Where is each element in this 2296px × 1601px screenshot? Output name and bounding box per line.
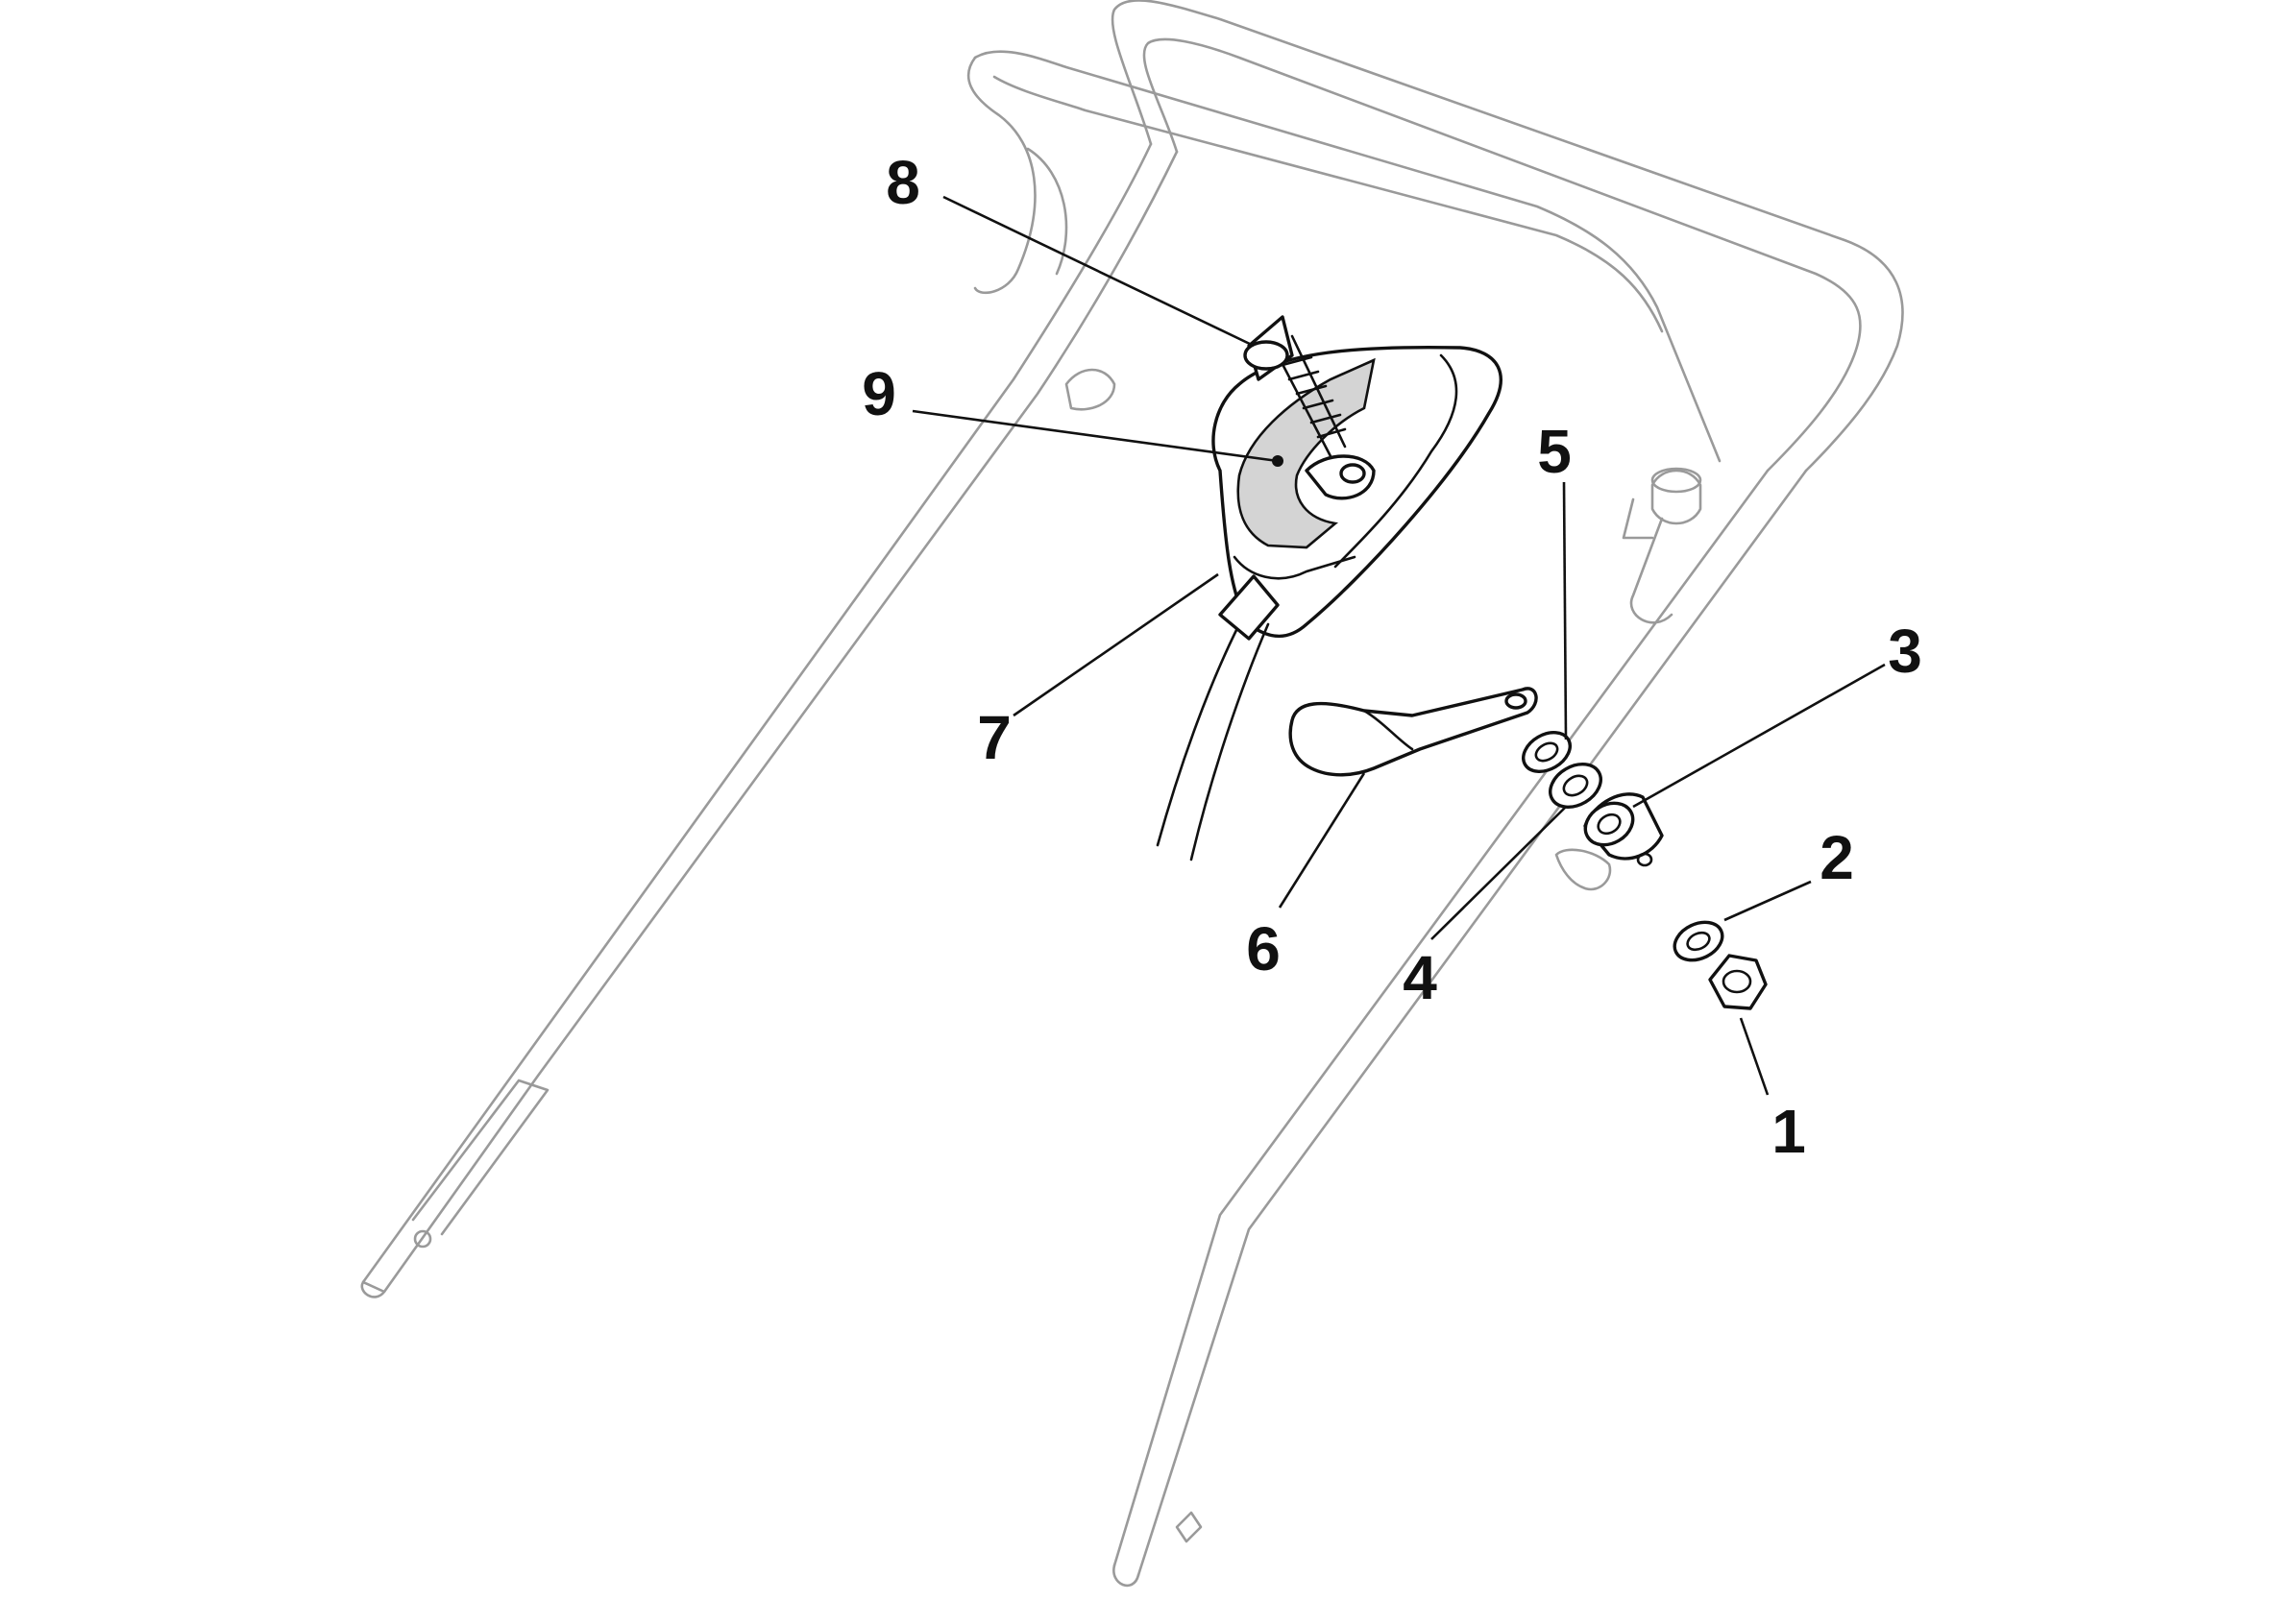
callout-1: 1 [1771, 1097, 1806, 1166]
callout-4: 4 [1403, 943, 1437, 1012]
lever-housing [1156, 315, 1502, 861]
callout-labels: 8 9 7 6 4 5 3 2 1 [862, 148, 1922, 1166]
nut-and-washer [1673, 920, 1768, 1010]
callout-7: 7 [977, 703, 1012, 772]
handle-frame [360, 0, 1904, 1588]
lever-arm [1288, 687, 1538, 777]
label-decal [1236, 357, 1376, 549]
callout-6: 6 [1246, 914, 1281, 983]
callout-9: 9 [862, 359, 896, 428]
callout-5: 5 [1537, 417, 1572, 486]
washer-stack [1522, 731, 1664, 867]
callout-3: 3 [1888, 617, 1922, 686]
callout-2: 2 [1820, 823, 1854, 892]
leader-lines [912, 195, 1886, 1096]
callout-8: 8 [886, 148, 920, 217]
